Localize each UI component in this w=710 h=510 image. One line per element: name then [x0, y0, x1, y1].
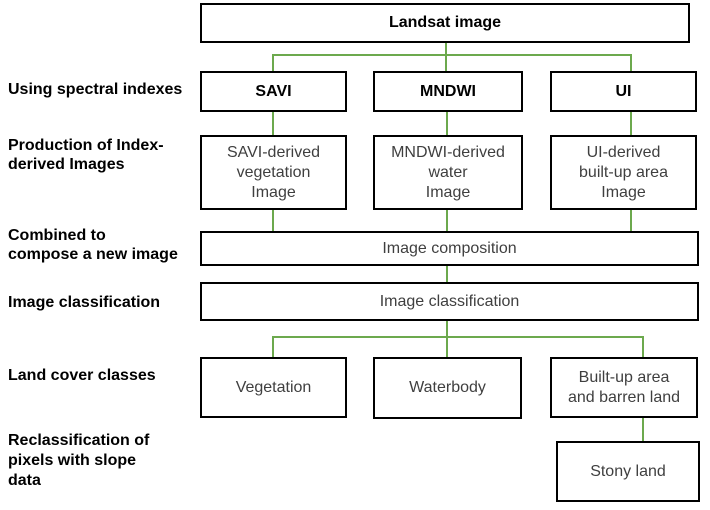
- side-label-land-cover-classes: Land cover classes: [8, 366, 156, 385]
- side-label-using-spectral-indexes: Using spectral indexes: [8, 80, 182, 99]
- box-label: Stony land: [590, 462, 666, 480]
- box-label: UI: [615, 82, 632, 100]
- savi-box: SAVI: [200, 71, 347, 112]
- connector-savi-to-derived: [272, 111, 274, 135]
- built-up-area-box: Built-up area and barren land: [550, 357, 698, 418]
- side-label-reclassification-of-pixels: Reclassification of pixels with slope da…: [8, 431, 149, 491]
- box-label: Landsat image: [388, 14, 502, 31]
- stony-land-box: Stony land: [556, 441, 700, 502]
- box-label-line: water: [428, 163, 468, 181]
- side-label-line: Land cover classes: [8, 367, 156, 384]
- waterbody-box: Waterbody: [373, 357, 522, 419]
- side-label-image-classification: Image classification: [8, 293, 160, 312]
- box-label-line: built-up area: [579, 163, 668, 181]
- ui-derived-image-box: UI-derived built-up area Image: [550, 135, 697, 210]
- connector-built-up-to-stony-land: [642, 417, 644, 441]
- landsat-image-box: Landsat image: [200, 3, 690, 43]
- box-label-line: and barren land: [567, 388, 681, 406]
- connector-ui-derived-to-composition: [630, 209, 632, 231]
- mndwi-derived-image-box: MNDWI-derived water Image: [373, 135, 523, 210]
- side-label-line: data: [8, 472, 41, 489]
- box-label-line: UI-derived: [586, 143, 661, 161]
- connector-savi-derived-to-composition: [272, 209, 274, 231]
- side-label-line: Reclassification of: [8, 432, 150, 449]
- box-label-line: Built-up area: [578, 368, 670, 386]
- box-label-line: Image: [251, 183, 296, 201]
- box-label-line: SAVI-derived: [226, 143, 321, 161]
- connector-branch-to-vegetation: [272, 336, 274, 357]
- box-label-line: MNDWI-derived: [391, 143, 505, 161]
- connector-branch-to-savi: [272, 54, 274, 71]
- side-label-line: Using spectral indexes: [8, 81, 183, 98]
- box-label: Image composition: [382, 239, 517, 257]
- connector-branch-to-ui: [630, 54, 632, 71]
- connector-branch-to-built-up-area: [642, 336, 644, 357]
- box-label: Vegetation: [235, 378, 312, 396]
- ui-box: UI: [550, 71, 697, 112]
- side-label-line: pixels with slope: [8, 452, 137, 469]
- box-label-line: Image: [425, 183, 471, 201]
- side-label-combined-to-compose-new-image: Combined to compose a new image: [8, 226, 178, 264]
- connector-landsat-to-index-branch: [445, 43, 447, 71]
- side-label-line: Image classification: [8, 294, 161, 311]
- side-label-line: Combined to: [8, 227, 106, 244]
- box-label: Image classification: [379, 292, 520, 310]
- connector-composition-to-classification: [446, 265, 448, 282]
- connector-mndwi-to-derived: [446, 111, 448, 135]
- connector-classification-to-waterbody: [446, 320, 448, 357]
- connector-mndwi-derived-to-composition: [446, 209, 448, 231]
- box-label-line: Image: [601, 183, 646, 201]
- box-label: Waterbody: [409, 379, 486, 396]
- connector-landcover-branch-horizontal: [272, 336, 644, 338]
- image-classification-box: Image classification: [200, 282, 699, 321]
- side-label-line: compose a new image: [8, 246, 178, 263]
- connector-index-branch-horizontal: [272, 54, 632, 56]
- box-label-line: vegetation: [236, 163, 311, 181]
- connector-ui-to-derived: [630, 111, 632, 135]
- box-label: MNDWI: [420, 82, 476, 100]
- vegetation-box: Vegetation: [200, 357, 347, 418]
- side-label-line: derived Images: [8, 156, 125, 173]
- side-label-line: Production of Index-: [8, 137, 164, 154]
- box-label: SAVI: [255, 82, 292, 100]
- mndwi-box: MNDWI: [373, 71, 523, 112]
- side-label-production-of-index-derived-images: Production of Index- derived Images: [8, 136, 164, 174]
- savi-derived-image-box: SAVI-derived vegetation Image: [200, 135, 347, 210]
- image-composition-box: Image composition: [200, 231, 699, 266]
